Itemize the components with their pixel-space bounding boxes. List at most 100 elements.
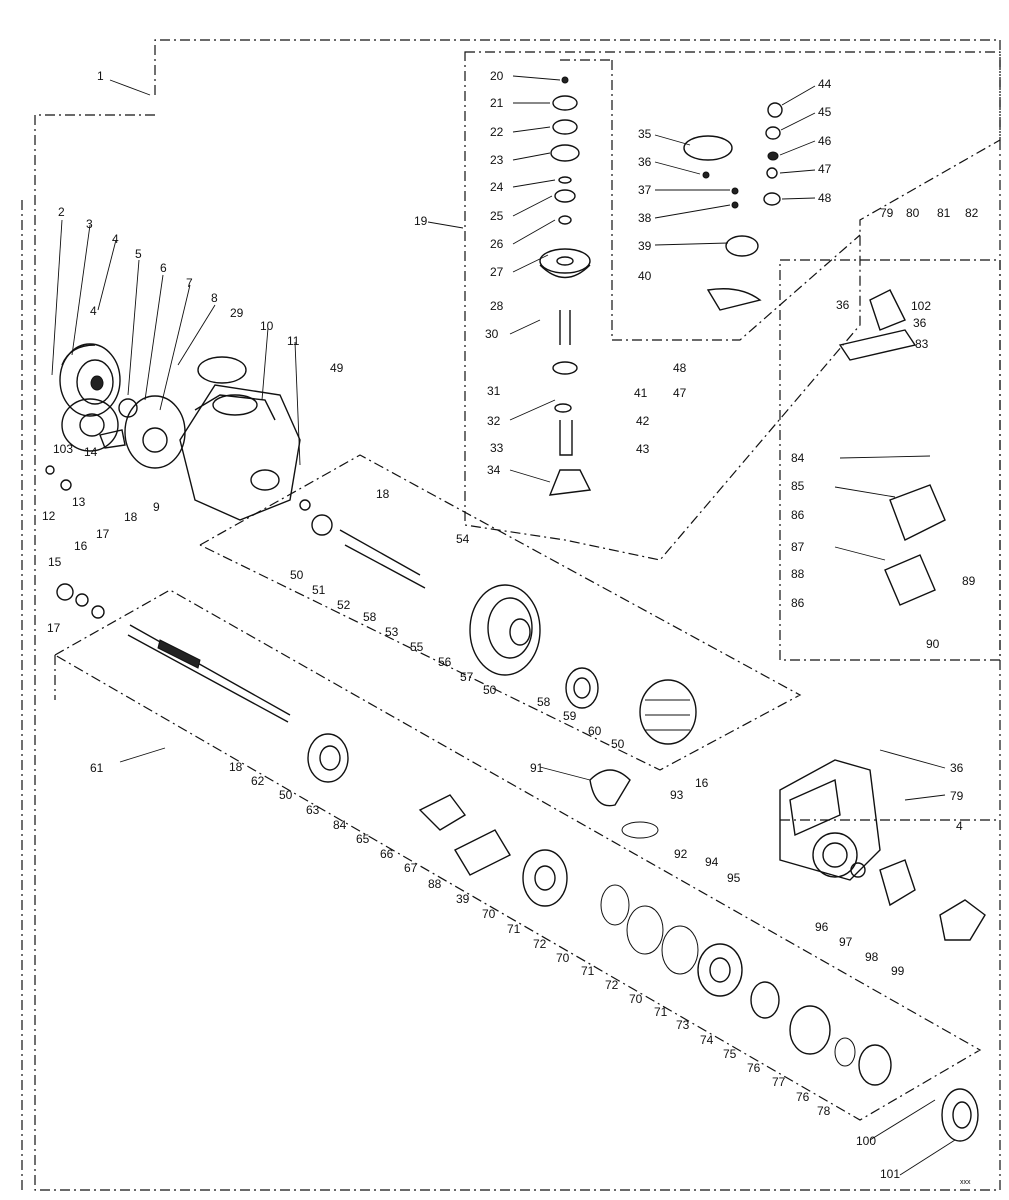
pulley-3	[59, 343, 121, 417]
part-label: 59	[563, 709, 577, 723]
part-label: 6	[160, 261, 167, 275]
part-label: 27	[490, 265, 504, 279]
part-label: 18	[376, 487, 390, 501]
part-label: 83	[915, 337, 929, 351]
gasket-7	[124, 395, 186, 469]
part-label: 4	[90, 304, 97, 318]
part-label: 43	[636, 442, 650, 456]
part-label: 92	[674, 847, 688, 861]
part-label: 76	[747, 1061, 761, 1075]
shaft-52	[299, 499, 426, 589]
part-label: 16	[74, 539, 88, 553]
part-label: 60	[588, 724, 602, 738]
part-label: 90	[926, 637, 940, 651]
part-label: 29	[230, 306, 244, 320]
outer-frame	[34, 39, 1001, 1191]
bracket-14	[99, 429, 126, 449]
part-label: 71	[581, 964, 595, 978]
part-label: 18	[229, 760, 243, 774]
part-label: 5	[135, 247, 142, 261]
part-label: 99	[891, 964, 905, 978]
shaft-frame-upper	[199, 454, 802, 771]
part-label: 93	[670, 788, 684, 802]
part-label: 76	[796, 1090, 810, 1104]
bracket-85-87	[884, 484, 946, 606]
part-label: 48	[673, 361, 687, 375]
part-label: 72	[533, 937, 547, 951]
part-label: 9	[153, 500, 160, 514]
block-97	[879, 859, 916, 907]
part-label: 86	[791, 508, 805, 522]
gear-60	[639, 679, 697, 745]
housing-cap-101	[941, 1088, 979, 1142]
part-label: 77	[772, 1075, 786, 1089]
part-label: 4	[956, 819, 963, 833]
part-label: 52	[337, 598, 351, 612]
part-label: 63	[306, 803, 320, 817]
part-label: 1	[97, 69, 104, 83]
part-label: 84	[333, 818, 347, 832]
clutch-plates-70-72	[600, 884, 743, 997]
part-label: 31	[487, 384, 501, 398]
yoke-99	[939, 899, 986, 941]
part-label: 55	[410, 640, 424, 654]
ring-92	[621, 821, 659, 839]
part-label: 17	[47, 621, 61, 635]
shaft-frame-lower	[54, 589, 982, 1121]
part-label: 16	[695, 776, 709, 790]
part-label: 3	[86, 217, 93, 231]
part-label: 19	[414, 214, 428, 228]
part-label: 85	[791, 479, 805, 493]
part-label: 36	[638, 155, 652, 169]
part-label: 79	[950, 789, 964, 803]
part-label: 20	[490, 69, 504, 83]
coupling-67	[454, 829, 511, 876]
part-label: 78	[817, 1104, 831, 1118]
part-label: 62	[251, 774, 265, 788]
part-label: 61	[90, 761, 104, 775]
part-label: 13	[72, 495, 86, 509]
part-label: 45	[818, 105, 832, 119]
part-label: 70	[629, 992, 643, 1006]
inset-frame-35-40	[611, 60, 861, 341]
part-label: 54	[456, 532, 470, 546]
gear-case-9	[179, 384, 301, 521]
part-number-labels: 1 2 3 4 5 6 7 8 29 10 11 49 19 20 21 22 …	[42, 69, 979, 1186]
bearing-63	[307, 733, 349, 783]
part-label: 47	[818, 162, 832, 176]
part-label: 38	[638, 211, 652, 225]
part-label: 82	[965, 206, 979, 220]
part-label: 28	[490, 299, 504, 313]
part-label: 53	[385, 625, 399, 639]
part-label: 36	[913, 316, 927, 330]
part-label: 98	[865, 950, 879, 964]
part-label: 44	[818, 77, 832, 91]
clutch-66	[418, 794, 467, 831]
part-label: 71	[654, 1005, 668, 1019]
part-label: 75	[723, 1047, 737, 1061]
part-label: 51	[312, 583, 326, 597]
housing-79	[779, 759, 881, 881]
leader-lines	[51, 75, 956, 1176]
bearing-58	[565, 667, 599, 709]
part-label: 88	[791, 567, 805, 581]
part-label: 46	[818, 134, 832, 148]
inset-frame-19	[464, 51, 1001, 561]
part-label: 87	[791, 540, 805, 554]
part-label: 89	[962, 574, 976, 588]
part-label: 34	[487, 463, 501, 477]
part-label: 32	[487, 414, 501, 428]
part-label: 56	[438, 655, 452, 669]
switch-83	[838, 289, 917, 361]
agitator-stack	[539, 76, 592, 496]
part-label: 14	[84, 445, 98, 459]
part-label: 33	[490, 441, 504, 455]
part-label: 67	[404, 861, 418, 875]
part-label: 15	[48, 555, 62, 569]
part-label: 81	[937, 206, 951, 220]
part-label: 42	[636, 414, 650, 428]
part-label: 101	[880, 1167, 900, 1181]
part-label: 86	[791, 596, 805, 610]
part-label: 12	[42, 509, 56, 523]
part-label: 26	[490, 237, 504, 251]
